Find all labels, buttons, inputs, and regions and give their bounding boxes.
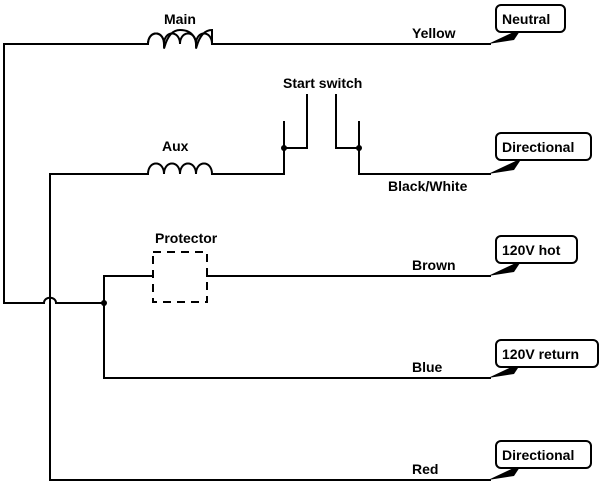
- protector-branch: [3, 251, 491, 379]
- switch-junction-left: [281, 145, 287, 151]
- protector-box: [152, 251, 208, 303]
- return-terminal-label: 120V return: [502, 346, 579, 362]
- red-wire: [49, 293, 491, 481]
- aux-branch: [49, 94, 491, 295]
- neutral-terminal: Neutral: [488, 4, 566, 44]
- switch-junction-right: [356, 145, 362, 151]
- protector-junction: [101, 300, 107, 306]
- black-white-wire-label: Black/White: [388, 178, 468, 194]
- aux-winding-coil: [147, 162, 213, 175]
- red-wire-label: Red: [412, 461, 438, 477]
- main-winding-label: Main: [164, 11, 196, 27]
- protector-left-wire: [103, 275, 154, 379]
- start-switch-contact-left: [283, 94, 308, 149]
- brown-wire-label: Brown: [412, 257, 456, 273]
- directional-terminal-bottom-label: Directional: [502, 447, 574, 463]
- left-bus-wire: [3, 43, 149, 304]
- neutral-terminal-label: Neutral: [502, 11, 550, 27]
- hot-terminal: 120V hot: [488, 235, 578, 276]
- aux-left-wire: [49, 173, 149, 295]
- black-white-wire: [358, 121, 491, 175]
- start-switch-label: Start switch: [283, 75, 362, 91]
- directional-terminal-top: Directional: [488, 132, 592, 174]
- directional-terminal-bottom: Directional: [488, 440, 592, 480]
- aux-to-switch-wire: [211, 147, 285, 175]
- protector-label: Protector: [155, 230, 218, 246]
- aux-winding-label: Aux: [162, 138, 189, 154]
- return-terminal: 120V return: [488, 339, 599, 378]
- main-branch: [3, 28, 491, 304]
- yellow-wire-label: Yellow: [412, 25, 456, 41]
- hot-terminal-label: 120V hot: [502, 242, 561, 258]
- directional-terminal-top-label: Directional: [502, 139, 574, 155]
- blue-wire-label: Blue: [412, 359, 443, 375]
- start-switch-contact-right: [335, 94, 360, 149]
